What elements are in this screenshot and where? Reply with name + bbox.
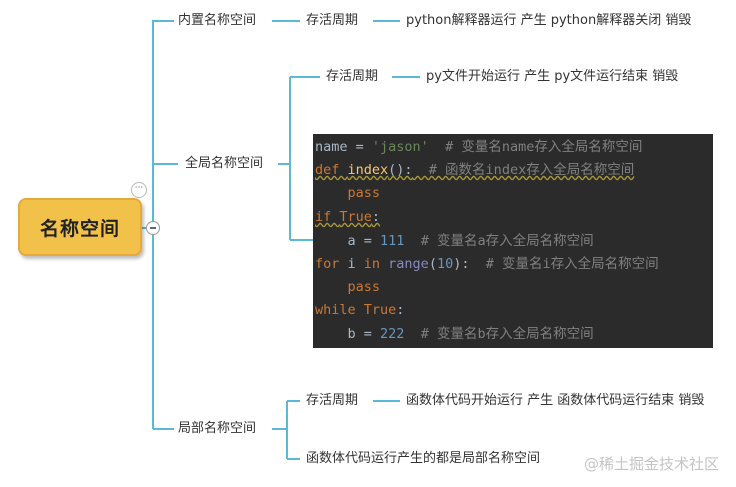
code-line-5: a = 111 # 变量名a存入全局名称空间 xyxy=(347,233,594,249)
global-lifecycle-detail[interactable]: py文件开始运行 产生 py文件运行结束 销毁 xyxy=(426,69,679,84)
watermark: @稀土掘金技术社区 xyxy=(584,455,720,473)
root-node[interactable]: 名称空间 xyxy=(18,198,142,256)
code-line-1: name = 'jason' # 变量名name存入全局名称空间 xyxy=(315,139,643,155)
code-line-9: b = 222 # 变量名b存入全局名称空间 xyxy=(347,326,594,342)
root-label: 名称空间 xyxy=(39,217,120,240)
code-line-7: pass xyxy=(347,279,381,295)
global-lifecycle-node[interactable]: 存活周期 xyxy=(326,69,379,84)
code-snippet: name = 'jason' # 变量名name存入全局名称空间 def ind… xyxy=(313,134,713,348)
local-namespace-node[interactable]: 局部名称空间 xyxy=(178,421,257,436)
local-lifecycle-detail[interactable]: 函数体代码开始运行 产生 函数体代码运行结束 销毁 xyxy=(406,393,705,408)
builtin-lifecycle-node[interactable]: 存活周期 xyxy=(306,13,359,28)
code-line-8: while True: xyxy=(315,302,405,318)
builtin-namespace-node[interactable]: 内置名称空间 xyxy=(178,13,257,28)
collapse-icon[interactable] xyxy=(146,221,160,235)
local-note-node[interactable]: 函数体代码运行产生的都是局部名称空间 xyxy=(306,451,541,466)
global-namespace-node[interactable]: 全局名称空间 xyxy=(185,156,264,171)
code-line-3: pass xyxy=(347,185,381,201)
code-line-6: for i in range(10): # 变量名i存入全局名称空间 xyxy=(315,256,659,272)
code-line-4: if True: xyxy=(315,209,381,225)
local-lifecycle-node[interactable]: 存活周期 xyxy=(306,393,359,408)
builtin-lifecycle-detail[interactable]: python解释器运行 产生 python解释器关闭 销毁 xyxy=(406,13,692,28)
more-icon[interactable]: ··· xyxy=(131,182,147,198)
code-line-2: def index(): # 函数名index存入全局名称空间 xyxy=(315,162,635,178)
